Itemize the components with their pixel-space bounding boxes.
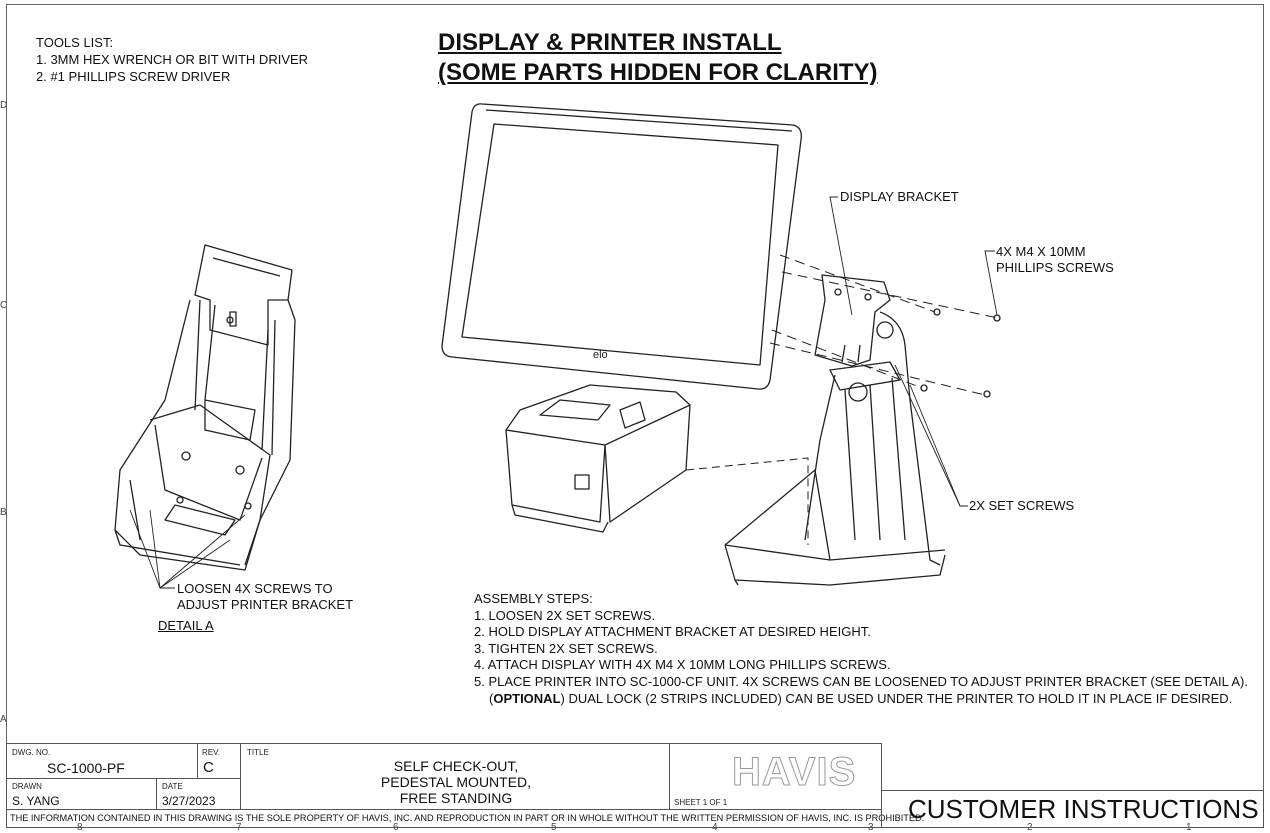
dwg-no-cell: DWG. NO. SC-1000-PF	[6, 743, 198, 779]
logo-cell: HAVIS SHEET 1 OF 1	[669, 743, 882, 810]
drawing-name-line: PEDESTAL MOUNTED,	[380, 774, 532, 790]
set-screws-callout: 2X SET SCREWS	[969, 498, 1075, 513]
callout-line: LOOSEN 4X SCREWS TO	[177, 581, 333, 596]
sheet-label: SHEET 1 OF 1	[674, 798, 728, 807]
step-item: 4. ATTACH DISPLAY WITH 4X M4 X 10MM LONG…	[474, 657, 891, 673]
tools-item: 2. #1 PHILLIPS SCREW DRIVER	[36, 69, 231, 84]
title-line: (SOME PARTS HIDDEN FOR CLARITY)	[438, 59, 878, 86]
callout-line: PHILLIPS SCREWS	[996, 260, 1114, 275]
steps-heading: ASSEMBLY STEPS:	[474, 591, 593, 606]
printer-illustration	[505, 384, 691, 533]
dwg-no-label: DWG. NO.	[12, 748, 51, 757]
optional-text: ) DUAL LOCK (2 STRIPS INCLUDED) CAN BE U…	[560, 690, 1233, 706]
drawn-cell: DRAWN S. YANG	[6, 778, 157, 810]
step-item: 1. LOOSEN 2X SET SCREWS.	[474, 607, 656, 623]
optional-label: OPTIONAL	[493, 690, 561, 706]
title-label: TITLE	[247, 748, 269, 757]
drawing-title: DISPLAY & PRINTER INSTALL (SOME PARTS HI…	[438, 28, 878, 88]
callout-line: 4X M4 X 10MM	[996, 244, 1086, 259]
footer-cell: THE INFORMATION CONTAINED IN THIS DRAWIN…	[6, 809, 924, 828]
screws-callout: 4X M4 X 10MM PHILLIPS SCREWS	[996, 244, 1114, 276]
rev-cell: REV. C	[197, 743, 241, 779]
tools-heading: TOOLS LIST:	[36, 35, 114, 50]
footer-notice: THE INFORMATION CONTAINED IN THIS DRAWIN…	[10, 813, 925, 823]
detail-a-label: DETAIL A	[158, 618, 214, 633]
havis-logo: HAVIS	[731, 750, 857, 795]
drawn-value: S. YANG	[12, 794, 60, 808]
callout-line: ADJUST PRINTER BRACKET	[177, 597, 354, 612]
drawing-name-line: SELF CHECK-OUT,	[393, 758, 519, 774]
customer-instructions: CUSTOMER INSTRUCTIONS	[908, 794, 1259, 824]
zone-label: A	[0, 714, 7, 725]
drawing-name: SELF CHECK-OUT, PEDESTAL MOUNTED, FREE S…	[241, 758, 671, 806]
display-bracket-callout: DISPLAY BRACKET	[840, 189, 959, 204]
date-label: DATE	[162, 782, 183, 791]
display-monitor-illustration: elo	[441, 103, 802, 390]
drawing-name-line: FREE STANDING	[399, 790, 513, 806]
step-item: 2. HOLD DISPLAY ATTACHMENT BRACKET AT DE…	[474, 624, 871, 640]
display-bracket-illustration	[814, 274, 891, 367]
title-cell: TITLE SELF CHECK-OUT, PEDESTAL MOUNTED, …	[240, 743, 670, 810]
zone-label: B	[0, 507, 7, 518]
tools-list: TOOLS LIST: 1. 3MM HEX WRENCH OR BIT WIT…	[36, 34, 308, 85]
rev-label: REV.	[202, 748, 220, 757]
date-cell: DATE 3/27/2023	[156, 778, 241, 810]
tools-item: 1. 3MM HEX WRENCH OR BIT WITH DRIVER	[36, 52, 309, 67]
step-item: 5. PLACE PRINTER INTO SC-1000-CF UNIT. 4…	[474, 673, 1248, 689]
pedestal-stand-illustration	[724, 311, 946, 586]
paren-open: (	[489, 690, 494, 706]
date-value: 3/27/2023	[162, 794, 216, 808]
title-line: DISPLAY & PRINTER INSTALL	[438, 29, 782, 56]
svg-text:elo: elo	[593, 349, 608, 361]
drawn-label: DRAWN	[12, 782, 42, 791]
loosen-screws-callout: LOOSEN 4X SCREWS TO ADJUST PRINTER BRACK…	[177, 581, 353, 613]
zone-label: D	[0, 100, 8, 111]
rev-value: C	[203, 759, 214, 776]
dwg-no-value: SC-1000-PF	[47, 760, 125, 776]
detail-a-illustration	[114, 244, 296, 571]
step-item: 3. TIGHTEN 2X SET SCREWS.	[474, 640, 658, 656]
zone-label: C	[0, 300, 8, 311]
step-optional-note: (OPTIONAL) DUAL LOCK (2 STRIPS INCLUDED)…	[474, 691, 1248, 708]
assembly-steps: ASSEMBLY STEPS: 1. LOOSEN 2X SET SCREWS.…	[474, 591, 1248, 707]
customer-cell: CUSTOMER INSTRUCTIONS	[881, 790, 1264, 828]
